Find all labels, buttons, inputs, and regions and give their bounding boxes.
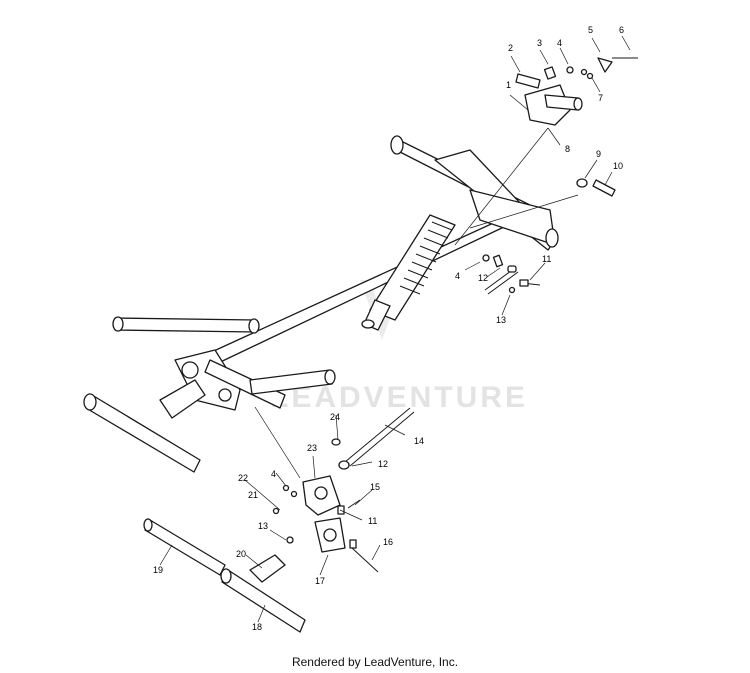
callout-9: 9 — [596, 149, 601, 159]
callout-2: 2 — [508, 43, 513, 53]
callout-18: 18 — [252, 622, 262, 632]
callout-13-bottom: 13 — [258, 521, 268, 531]
link-rod — [338, 407, 415, 470]
callout-13-top: 13 — [496, 315, 506, 325]
callout-labels: 1 2 3 4 5 6 7 8 9 10 11 12 13 4 14 12 24… — [153, 25, 624, 632]
upper-cross-shaft — [434, 149, 559, 251]
callout-22: 22 — [238, 473, 248, 483]
lower-hardware — [272, 438, 379, 573]
footer-credit: Rendered by LeadVenture, Inc. — [291, 655, 459, 669]
rear-lower-shaft — [83, 379, 206, 473]
callout-14: 14 — [414, 436, 424, 446]
rear-middle-shaft — [204, 359, 336, 409]
rear-upper-shaft — [112, 316, 260, 334]
callout-4-top: 4 — [557, 38, 562, 48]
callout-3: 3 — [537, 38, 542, 48]
callout-15: 15 — [370, 482, 380, 492]
callout-11-bottom: 11 — [368, 516, 377, 526]
callout-16: 16 — [383, 537, 393, 547]
callout-19: 19 — [153, 565, 163, 575]
upper-bracket-assembly — [515, 57, 638, 126]
callout-12-top: 12 — [478, 273, 488, 283]
callout-12-bottom: 12 — [378, 459, 388, 469]
callout-23: 23 — [307, 443, 317, 453]
callout-7: 7 — [598, 93, 603, 103]
shock-absorber — [361, 214, 456, 331]
callout-24: 24 — [330, 412, 340, 422]
callout-4-mid: 4 — [455, 271, 460, 281]
callout-10: 10 — [613, 161, 623, 171]
lower-shafts — [143, 518, 306, 633]
callout-5: 5 — [588, 25, 593, 35]
callout-8: 8 — [565, 144, 570, 154]
right-hardware — [482, 178, 616, 295]
callout-17: 17 — [315, 576, 325, 586]
callout-4-bottom: 4 — [271, 469, 276, 479]
callout-11-top: 11 — [542, 254, 551, 264]
callout-1: 1 — [506, 80, 511, 90]
callout-20: 20 — [236, 549, 246, 559]
leader-lines — [159, 35, 631, 623]
callout-6: 6 — [619, 25, 624, 35]
callout-21: 21 — [248, 490, 258, 500]
